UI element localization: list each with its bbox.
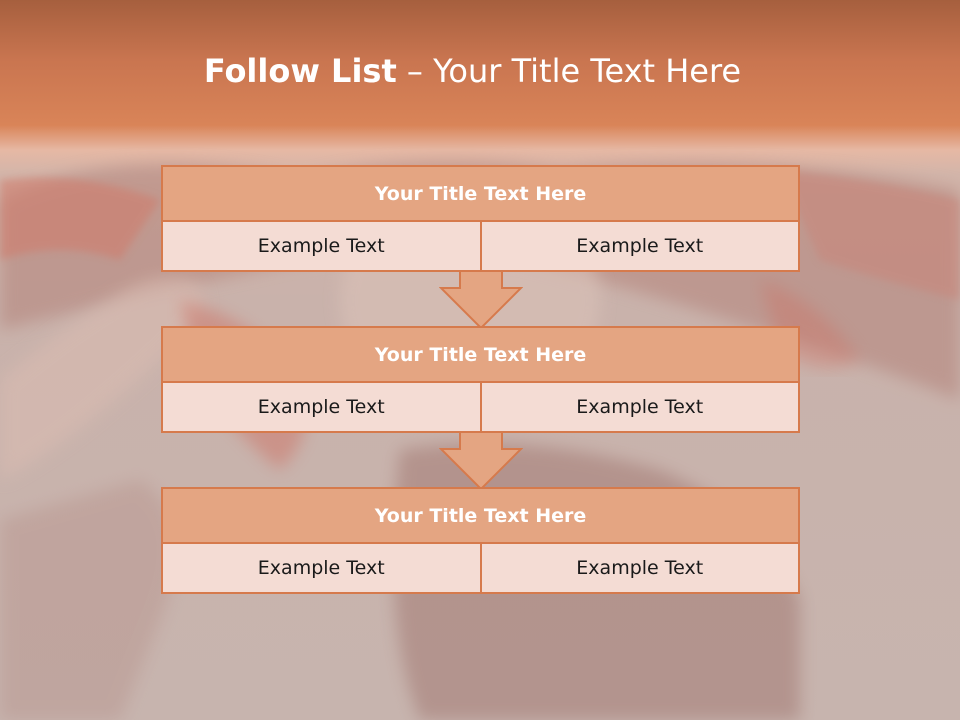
- block-1-heading: Your Title Text Here: [163, 167, 798, 222]
- down-arrow-1: [439, 270, 523, 330]
- follow-block-1: Your Title Text Here Example Text Exampl…: [161, 165, 800, 272]
- follow-block-3: Your Title Text Here Example Text Exampl…: [161, 487, 800, 594]
- block-2-cell-right: Example Text: [479, 383, 799, 431]
- block-3-cell-right: Example Text: [479, 544, 799, 592]
- down-arrow-2: [439, 431, 523, 491]
- title-bold: Follow List: [203, 52, 397, 90]
- block-3-cell-left: Example Text: [257, 557, 385, 579]
- block-3-heading: Your Title Text Here: [163, 489, 798, 544]
- title-rest: – Your Title Text Here: [396, 52, 742, 90]
- block-1-cell-left: Example Text: [257, 235, 385, 257]
- block-2-heading: Your Title Text Here: [163, 328, 798, 383]
- block-3-row: Example Text Example Text: [163, 544, 798, 592]
- block-1-cell-right: Example Text: [479, 222, 799, 270]
- follow-block-2: Your Title Text Here Example Text Exampl…: [161, 326, 800, 433]
- block-2-row: Example Text Example Text: [163, 383, 798, 431]
- block-2-cell-left: Example Text: [257, 396, 385, 418]
- block-1-row: Example Text Example Text: [163, 222, 798, 270]
- slide-title: Follow List – Your Title Text Here: [0, 52, 945, 90]
